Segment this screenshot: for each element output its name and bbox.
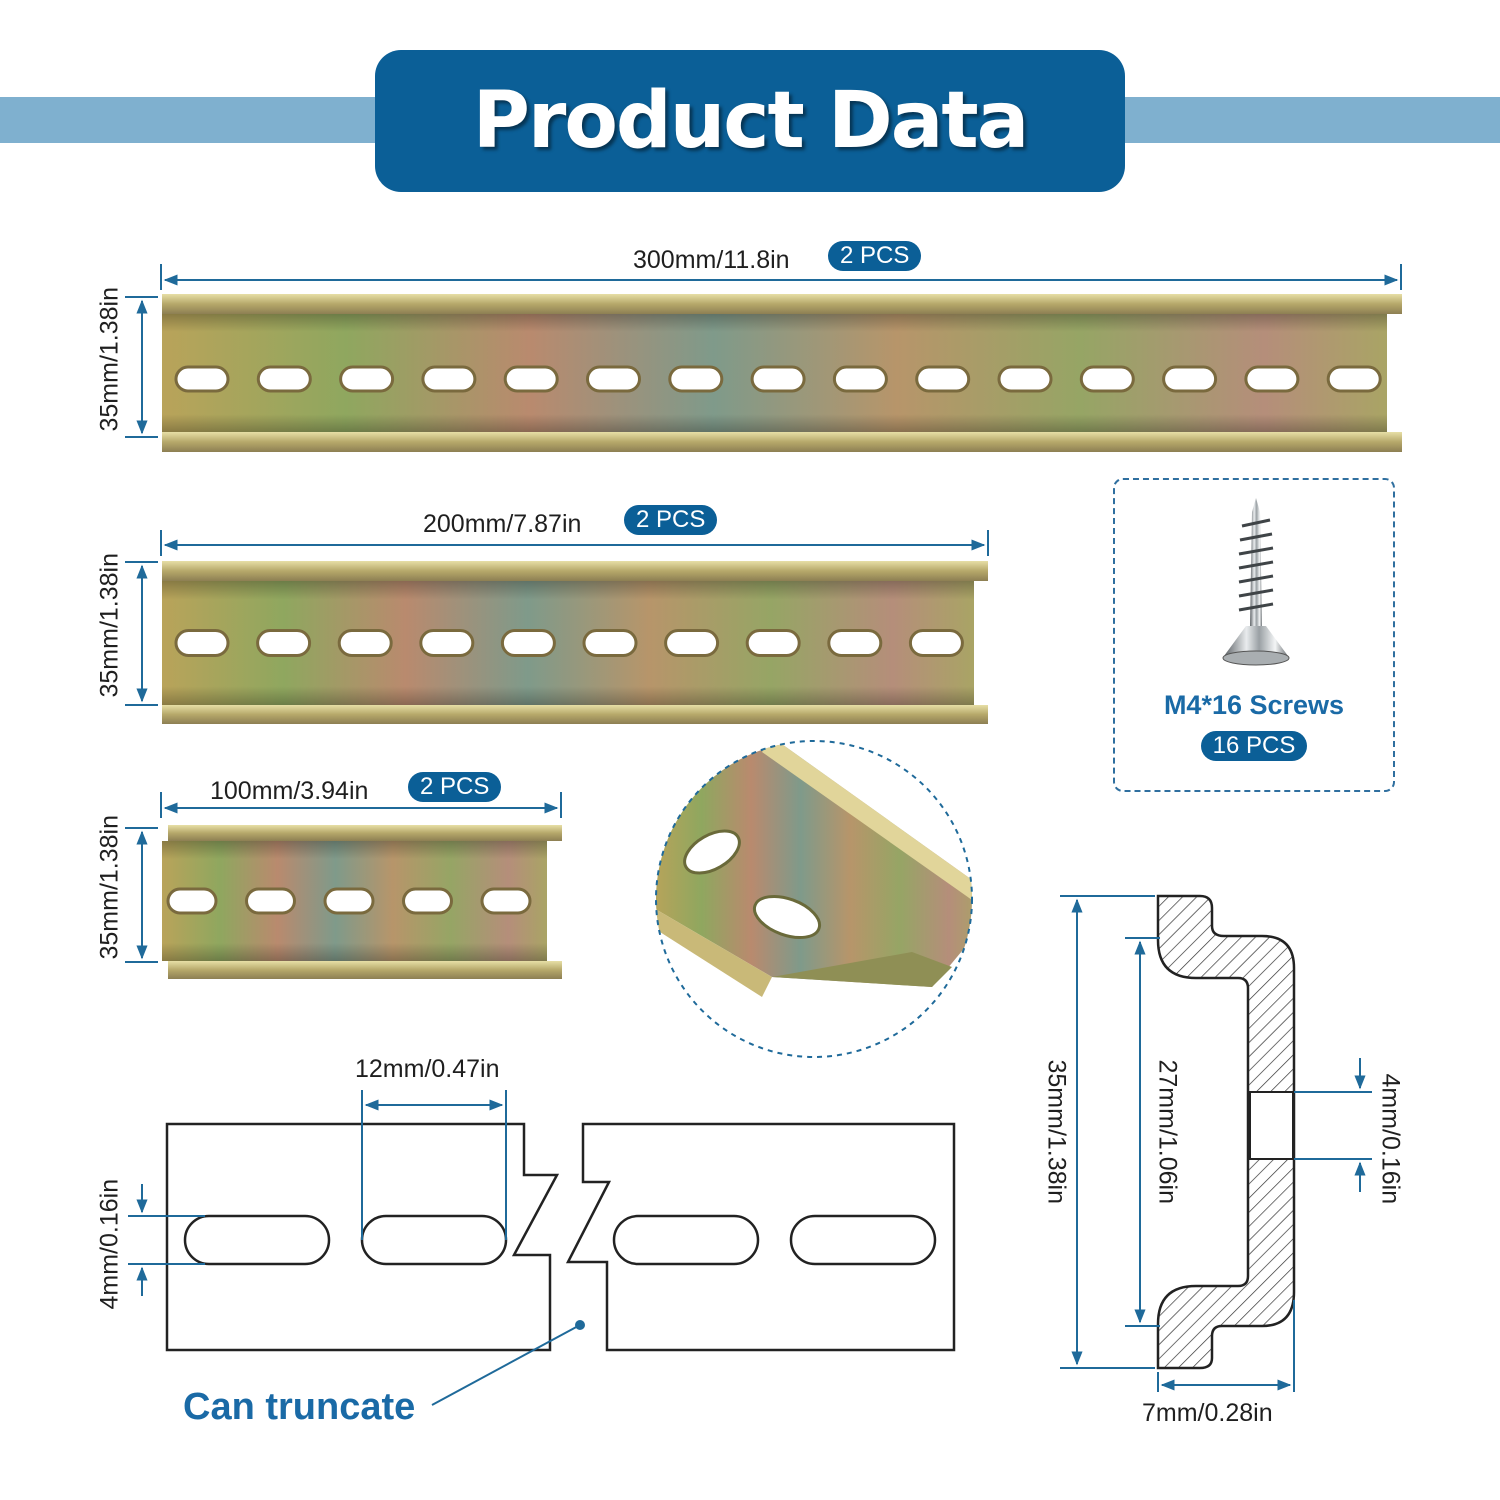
rail-slot xyxy=(503,365,559,393)
rail-300-image xyxy=(162,294,1402,452)
rail-slot xyxy=(419,629,475,657)
rail-slot xyxy=(174,365,230,393)
rail-200-length-label: 200mm/7.87in xyxy=(423,510,582,538)
rail-100-image xyxy=(162,825,562,979)
rail-slot xyxy=(750,365,806,393)
rail-slot xyxy=(908,629,964,657)
rail-slot xyxy=(1162,365,1218,393)
rail-slot xyxy=(402,887,453,915)
rail-slot xyxy=(1079,365,1135,393)
profile-hole-label: 4mm/0.16in xyxy=(1376,1073,1405,1205)
rail-slot xyxy=(166,887,218,915)
rail-100-qty-badge: 2 PCS xyxy=(408,772,502,802)
can-truncate-callout: Can truncate xyxy=(183,1386,416,1428)
rail-slot xyxy=(997,365,1053,393)
page-title: Product Data xyxy=(472,76,1030,166)
rail-200-qty-badge: 2 PCS xyxy=(624,505,718,535)
rail-slot xyxy=(745,629,801,657)
rail-slot xyxy=(582,629,638,657)
rail-slot xyxy=(832,365,888,393)
rail-300-qty-badge: 2 PCS xyxy=(828,241,922,271)
rail-slot xyxy=(500,629,556,657)
rail-slot xyxy=(256,365,312,393)
rail-slot xyxy=(480,887,532,915)
rail-slot xyxy=(1326,365,1382,393)
rail-closeup-circle xyxy=(655,740,973,1058)
screws-qty-wrap: 16 PCS xyxy=(1113,731,1395,761)
profile-inner-label: 27mm/1.06in xyxy=(1153,1059,1182,1205)
screw-icon xyxy=(1222,498,1290,666)
rail-slot xyxy=(668,365,724,393)
rail-slot xyxy=(915,365,971,393)
screws-qty-badge: 16 PCS xyxy=(1200,731,1308,761)
rail-slot xyxy=(337,629,393,657)
rail-slot xyxy=(245,887,296,915)
rail-slot xyxy=(174,629,230,657)
title-banner: Product Data xyxy=(375,50,1125,192)
screws-panel xyxy=(1113,478,1395,792)
rail-200-image xyxy=(162,561,988,724)
rail-100-length-label: 100mm/3.94in xyxy=(210,777,369,805)
rail-slot xyxy=(827,629,883,657)
slot-length-label: 12mm/0.47in xyxy=(355,1055,500,1083)
screws-label: M4*16 Screws xyxy=(1163,690,1345,720)
profile-depth-label: 7mm/0.28in xyxy=(1142,1399,1273,1427)
rail-slot xyxy=(256,629,312,657)
rail-slot xyxy=(664,629,720,657)
rail-slot xyxy=(1244,365,1300,393)
profile-height-label: 35mm/1.38in xyxy=(1042,1059,1071,1205)
rail-slot xyxy=(323,887,375,915)
rail-slot xyxy=(339,365,395,393)
rail-slot xyxy=(421,365,477,393)
rail-300-length-label: 300mm/11.8in xyxy=(633,246,790,274)
rail-slot xyxy=(586,365,641,393)
